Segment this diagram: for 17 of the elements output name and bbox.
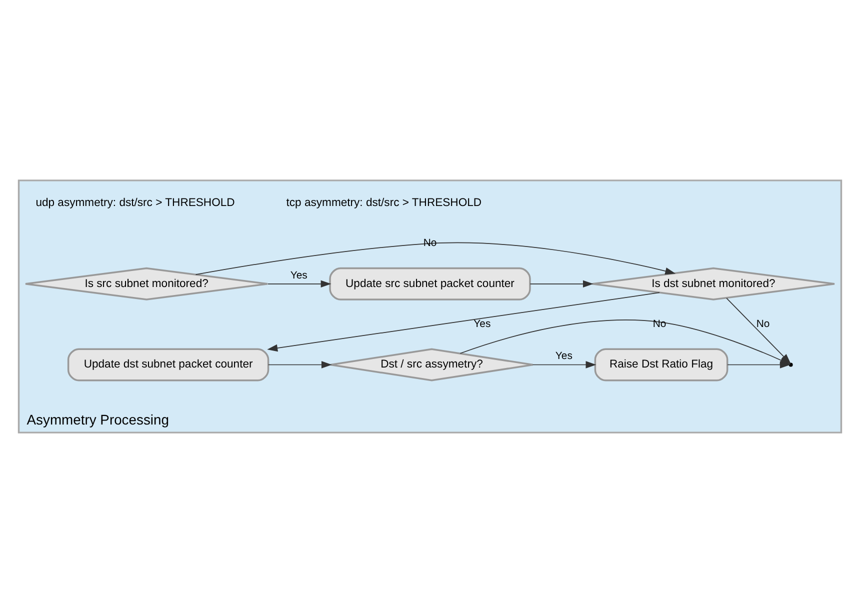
arrow <box>195 242 676 275</box>
label: udp asymmetry: dst/src > THRESHOLD <box>36 196 235 208</box>
node-box: Update src subnet packet counter <box>329 266 531 300</box>
arrow <box>532 360 596 368</box>
arrow <box>268 360 332 368</box>
node-box: Raise Dst Ratio Flag <box>594 348 728 381</box>
arrow <box>530 280 594 288</box>
node-box: Update dst subnet packet counter <box>67 348 270 381</box>
edge-label: Yes <box>474 318 491 330</box>
edge-label: No <box>756 318 770 330</box>
arrow <box>267 292 660 352</box>
node-diamond: Is src subnet monitored? <box>24 266 268 300</box>
edge-label: Yes <box>290 270 308 281</box>
edge-label: Yes <box>555 350 572 362</box>
node-diamond: Dst / src assymetry? <box>330 348 534 381</box>
label: tcp asymmetry: dst/src > THRESHOLD <box>286 196 482 208</box>
arrow <box>268 280 332 288</box>
